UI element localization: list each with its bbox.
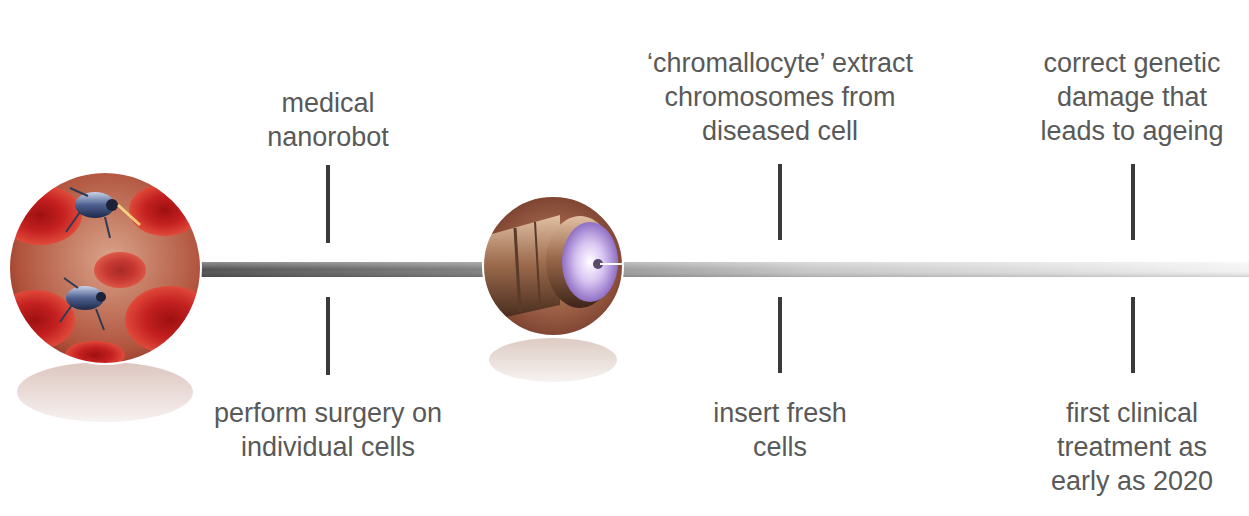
nanorobot-circle	[9, 172, 201, 364]
milestone-label: ‘chromallocyte’ extract chromosomes from…	[640, 46, 920, 148]
milestone-detail: first clinical treatment as early as 202…	[1027, 396, 1237, 498]
milestone-detail: insert fresh cells	[695, 396, 865, 464]
milestone-label: correct genetic damage that leads to age…	[1022, 46, 1242, 148]
timeline-bar	[150, 262, 1249, 277]
chromallocyte-illustration	[470, 194, 630, 339]
timeline-bar-shade	[150, 262, 1249, 277]
chromallocyte-circle	[483, 196, 623, 336]
nanorobot-illustration	[0, 160, 220, 380]
milestone-detail: perform surgery on individual cells	[193, 396, 463, 464]
milestone-label: medical nanorobot	[243, 86, 413, 154]
tick-marks	[328, 164, 1133, 375]
